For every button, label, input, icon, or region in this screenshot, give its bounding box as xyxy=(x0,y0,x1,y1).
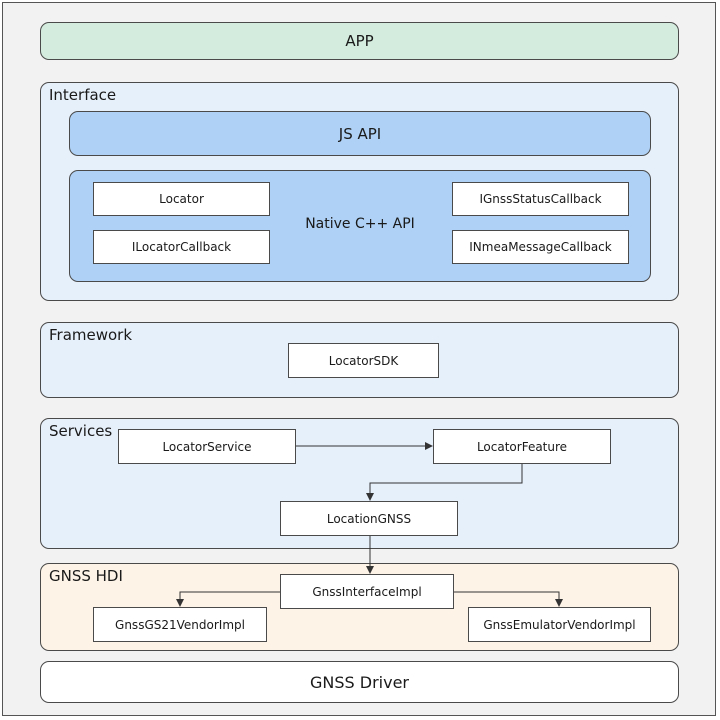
services-title: Services xyxy=(49,422,113,440)
locator-feature-box: LocatorFeature xyxy=(433,429,611,464)
app-layer: APP xyxy=(40,22,679,60)
gnss-driver-label: GNSS Driver xyxy=(310,672,409,692)
location-gnss-box: LocationGNSS xyxy=(280,501,458,536)
framework-title: Framework xyxy=(49,326,133,344)
gnss-interface-impl-box: GnssInterfaceImpl xyxy=(280,574,454,609)
ilocator-callback-box: ILocatorCallback xyxy=(93,230,270,264)
native-api-label: Native C++ API xyxy=(305,216,415,232)
gnss-hdi-title: GNSS HDI xyxy=(49,567,123,585)
gnss-driver-layer: GNSS Driver xyxy=(40,661,679,703)
app-label: APP xyxy=(345,32,374,50)
inmea-message-callback-box: INmeaMessageCallback xyxy=(452,230,629,264)
interface-title: Interface xyxy=(49,86,117,104)
ignss-status-callback-box: IGnssStatusCallback xyxy=(452,182,629,216)
gnss-emulator-vendor-impl-box: GnssEmulatorVendorImpl xyxy=(468,607,651,642)
locator-box: Locator xyxy=(93,182,270,216)
js-api-bar: JS API xyxy=(69,111,651,156)
locator-service-box: LocatorService xyxy=(118,429,296,464)
locator-sdk-box: LocatorSDK xyxy=(288,343,439,378)
gnss-gs21-vendor-impl-box: GnssGS21VendorImpl xyxy=(93,607,267,642)
js-api-label: JS API xyxy=(338,124,382,143)
